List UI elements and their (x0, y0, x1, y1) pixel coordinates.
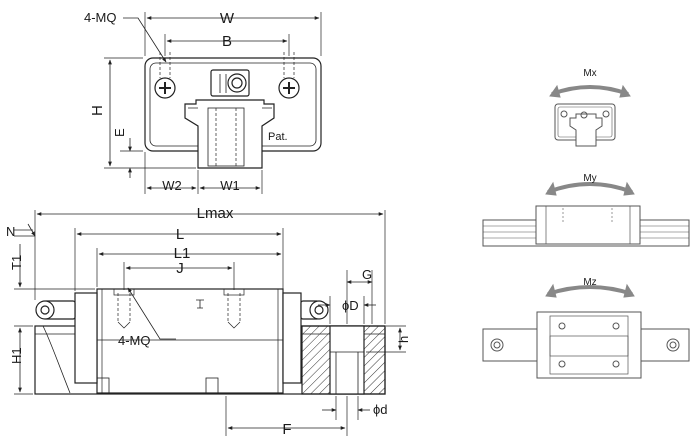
label-T1: T1 (9, 255, 24, 270)
label-F: F (282, 421, 291, 438)
label-E: E (112, 128, 127, 137)
label-D: ϕD (342, 298, 359, 313)
side-view (14, 210, 406, 436)
label-W2: W2 (162, 178, 182, 193)
front-rail (184, 99, 275, 169)
label-d: ϕd (373, 402, 388, 417)
label-H: H (89, 105, 106, 116)
front-labels: W B 4-MQ H E W2 W1 Pat. (84, 10, 288, 193)
label-B: B (222, 33, 232, 50)
mz-arrow (547, 285, 633, 296)
end-seal-left (74, 292, 98, 384)
label-4mq-side: 4-MQ (118, 333, 151, 348)
label-L: L (176, 226, 184, 243)
dim-N (27, 223, 36, 237)
side-nipple-left (35, 300, 55, 320)
moment-my-view (482, 181, 690, 247)
label-h: h (396, 336, 411, 343)
label-G: G (362, 267, 372, 282)
my-arrow (547, 182, 633, 194)
label-N: N (6, 224, 15, 239)
label-W1: W1 (220, 178, 240, 193)
leader-4mq-side (127, 287, 176, 340)
label-4mq-front: 4-MQ (84, 10, 117, 25)
mx-arrow (551, 85, 629, 96)
label-Mx: Mx (583, 68, 596, 79)
leader-4mq-front (123, 17, 167, 63)
label-W: W (220, 10, 235, 27)
moment-mz-view (482, 283, 690, 379)
end-seal-right (282, 292, 302, 384)
side-nipple-right (309, 300, 329, 320)
label-Lmax: Lmax (197, 205, 234, 222)
label-pat: Pat. (268, 131, 288, 143)
label-J: J (176, 260, 184, 277)
label-H1: H1 (9, 347, 24, 364)
label-Mz: Mz (583, 277, 596, 288)
side-labels: Lmax L L1 J N T1 H1 4-MQ G ϕD h ϕd F (6, 205, 411, 438)
side-block (96, 288, 284, 394)
label-My: My (583, 173, 596, 184)
label-L1: L1 (174, 245, 191, 262)
front-view (104, 12, 322, 194)
moment-mx-view (549, 84, 631, 147)
